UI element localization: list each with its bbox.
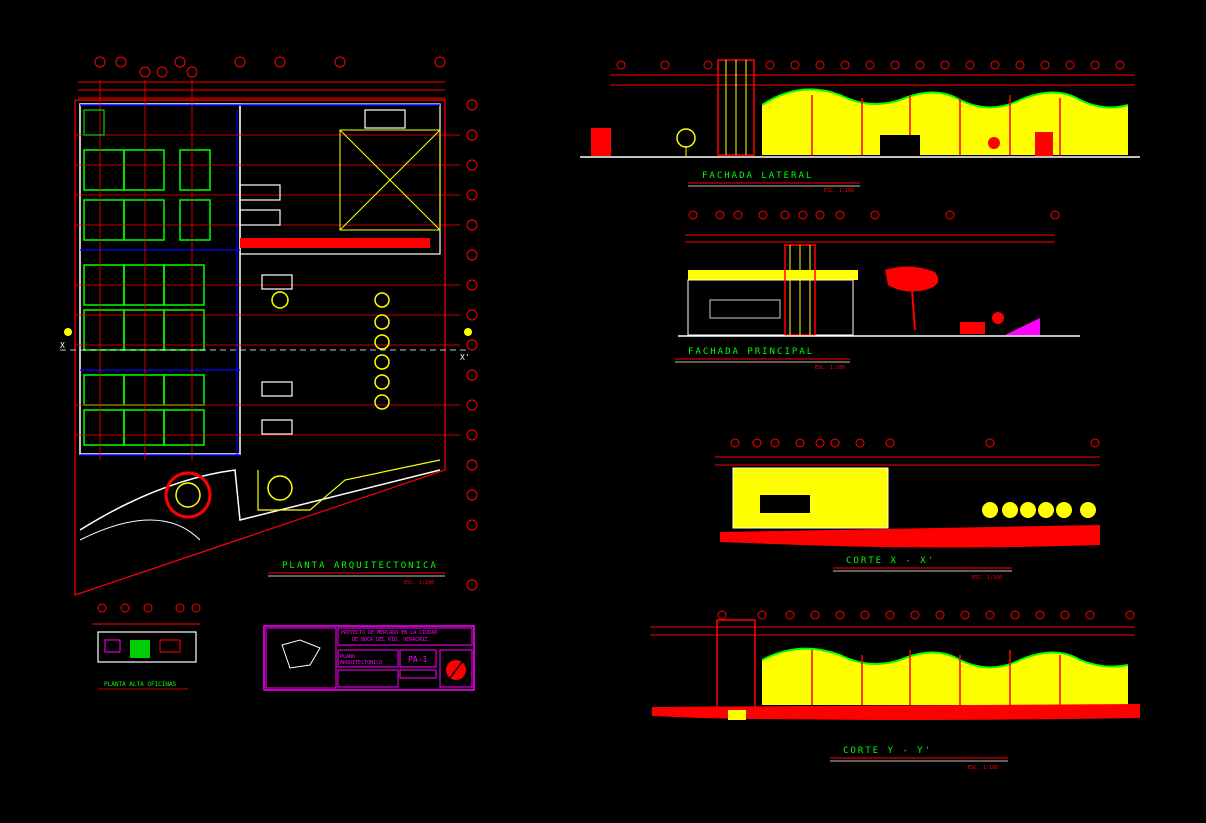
corte-x: CORTE X - X' ESC. 1:100 (715, 438, 1100, 581)
project-line2: DE BOCA DEL RIO, VERACRUZ. (352, 637, 430, 643)
planta-scale: ESC. 1:100 (404, 580, 434, 586)
corte-y-scale: ESC. 1:100 (968, 765, 998, 771)
fachada-principal-title: FACHADA PRINCIPAL (688, 347, 814, 357)
plan-name-line2: ARQUITECTONICO (340, 660, 382, 666)
fachada-principal: FACHADA PRINCIPAL ESC. 1:100 (675, 210, 1080, 371)
fachada-principal-scale: ESC. 1:100 (815, 365, 845, 371)
planta-alta-oficinas: PLANTA ALTA OFICINAS (92, 603, 201, 690)
corte-x-scale: ESC. 1:100 (972, 575, 1002, 581)
section-marker-x-prime: X' (460, 353, 470, 362)
sheet-number: PA-1 (408, 655, 427, 664)
section-marker-x: X (60, 341, 65, 350)
planta-alta-title: PLANTA ALTA OFICINAS (104, 681, 177, 688)
title-block: PROYECTO DE MERCADO EN LA CIUDAD DE BOCA… (263, 625, 475, 691)
plan-name-line1: PLANO (340, 654, 355, 660)
planta-arquitectonica: X X' PLANTA ARQUITECTONICA ESC. 1:100 (60, 56, 478, 596)
corte-x-title: CORTE X - X' (846, 556, 935, 566)
planta-title: PLANTA ARQUITECTONICA (282, 561, 438, 571)
fachada-lateral-scale: ESC. 1:100 (824, 188, 854, 194)
corte-y: CORTE Y - Y' ESC. 1:100 (650, 610, 1140, 771)
fachada-lateral: FACHADA LATERAL ESC. 1:100 (580, 59, 1140, 194)
fachada-lateral-title: FACHADA LATERAL (702, 171, 813, 181)
corte-y-title: CORTE Y - Y' (843, 746, 932, 756)
project-line1: PROYECTO DE MERCADO EN LA CIUDAD (341, 630, 437, 636)
